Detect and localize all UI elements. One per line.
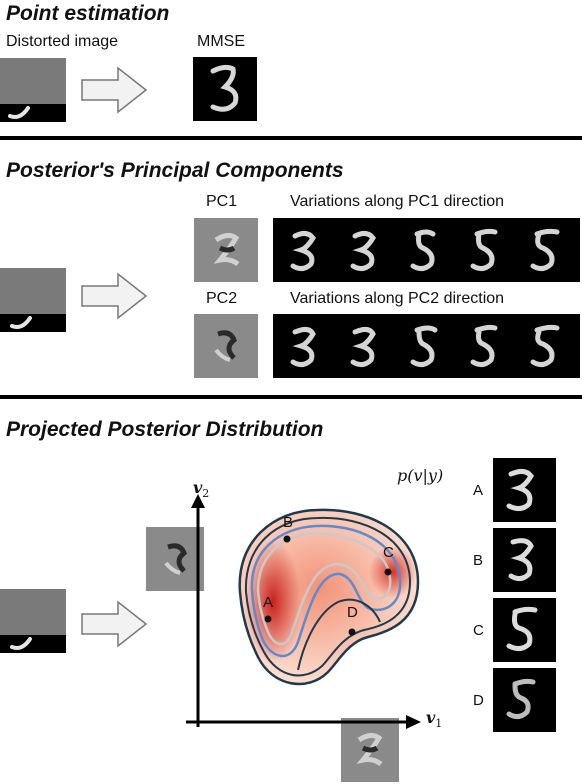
distorted-image: [0, 589, 66, 653]
sample-image-a: [493, 458, 556, 522]
distorted-image: [0, 268, 66, 332]
pc1-variations-strip: [273, 218, 580, 282]
point-d: [348, 628, 356, 636]
mmse-image: [193, 57, 257, 121]
divider: [0, 136, 582, 140]
pc2-variations-strip: [273, 314, 580, 378]
pc2-image: [194, 314, 258, 378]
sample-label-c: C: [473, 622, 484, 639]
sample-image-b: [493, 528, 556, 592]
sample-label-a: A: [473, 482, 484, 499]
section-title-point-estimation: Point estimation: [6, 2, 170, 25]
pc1-image: [194, 218, 258, 282]
pc1-variations-label: Variations along PC1 direction: [290, 193, 505, 210]
sample-label-b: B: [473, 552, 484, 569]
point-a: [264, 615, 272, 623]
distorted-image-label: Distorted image: [6, 33, 119, 50]
arrow-icon: [81, 66, 148, 114]
point-label-b: B: [283, 514, 294, 531]
pc2-label: PC2: [206, 290, 238, 307]
section-title-principal-components: Posterior's Principal Components: [6, 159, 344, 182]
axis-v1-label: v1: [426, 708, 443, 731]
pc1-label: PC1: [206, 193, 238, 210]
mmse-label: MMSE: [197, 33, 245, 50]
axis-v2-label: v2: [193, 478, 210, 501]
pc1-axis-image: [341, 718, 399, 782]
axis-v2-subscript: 2: [202, 487, 210, 501]
contour-inner: [256, 532, 392, 646]
point-label-c: C: [383, 544, 394, 561]
pc2-axis-image: [146, 527, 204, 591]
section-title-projected-posterior: Projected Posterior Distribution: [6, 418, 324, 441]
sample-image-c: [493, 598, 556, 662]
arrow-icon: [81, 600, 148, 648]
point-c: [384, 568, 392, 576]
x-axis-arrowhead: [406, 715, 421, 729]
point-label-a: A: [263, 594, 274, 611]
point-label-d: D: [347, 604, 358, 621]
point-b: [283, 535, 291, 543]
density-label: p(v|y): [397, 466, 444, 485]
arrow-icon: [81, 272, 148, 320]
sample-label-d: D: [473, 692, 484, 709]
pc2-variations-label: Variations along PC2 direction: [290, 290, 505, 307]
contour-second: [244, 516, 412, 677]
contour-d: [297, 598, 381, 671]
divider: [0, 395, 582, 399]
projected-density-plot: [186, 494, 421, 729]
y-axis-arrowhead: [191, 494, 205, 508]
sample-image-d: [493, 668, 556, 732]
axis-v1-subscript: 1: [435, 717, 443, 731]
distorted-image: [0, 58, 66, 122]
contour-outer: [238, 508, 420, 686]
contour-blue: [250, 524, 402, 658]
